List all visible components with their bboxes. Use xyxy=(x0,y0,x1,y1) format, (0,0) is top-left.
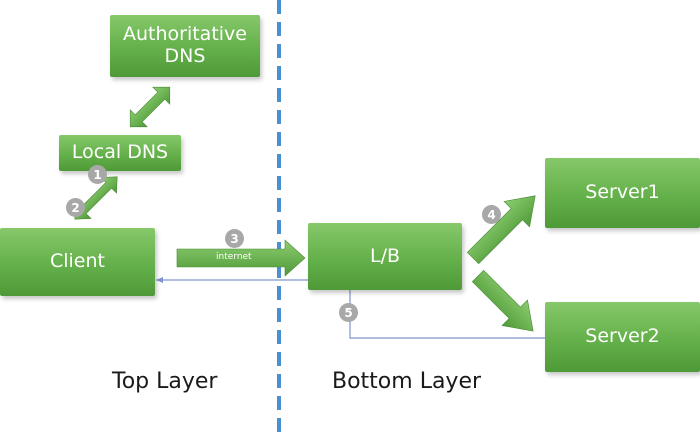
authoritative-dns-label-line2: DNS xyxy=(164,45,206,67)
authoritative-dns-label-line1: Authoritative xyxy=(122,23,247,46)
server1-node: Server1 xyxy=(545,158,700,228)
internet-edge-label: internet xyxy=(216,252,252,262)
local-dns-label: Local DNS xyxy=(71,141,169,164)
server2-label: Server2 xyxy=(585,325,660,348)
server1-label: Server1 xyxy=(585,181,660,204)
client-node: Client xyxy=(0,228,155,296)
step-badge-1: 1 xyxy=(88,165,107,184)
top-layer-label: Top Layer xyxy=(112,369,218,394)
step-badge-4: 4 xyxy=(482,205,501,224)
bottom-layer-label: Bottom Layer xyxy=(332,369,482,394)
authoritative-dns-node: Authoritative DNS xyxy=(110,15,260,77)
load-balancer-node: L/B xyxy=(308,223,462,290)
server2-node: Server2 xyxy=(545,302,700,372)
lb-to-server1-arrow xyxy=(466,195,536,265)
auth-local-dns-arrow xyxy=(129,86,171,128)
return-path-arrowhead xyxy=(156,277,163,283)
step-badge-2: 2 xyxy=(66,198,85,217)
local-dns-node: Local DNS xyxy=(59,135,181,171)
client-to-lb-arrow xyxy=(176,239,306,277)
step-badge-3: 3 xyxy=(225,229,244,248)
lb-to-server2-arrow xyxy=(471,269,534,332)
client-label: Client xyxy=(49,250,105,273)
load-balancer-label: L/B xyxy=(369,244,401,267)
step-badge-5: 5 xyxy=(339,303,358,322)
